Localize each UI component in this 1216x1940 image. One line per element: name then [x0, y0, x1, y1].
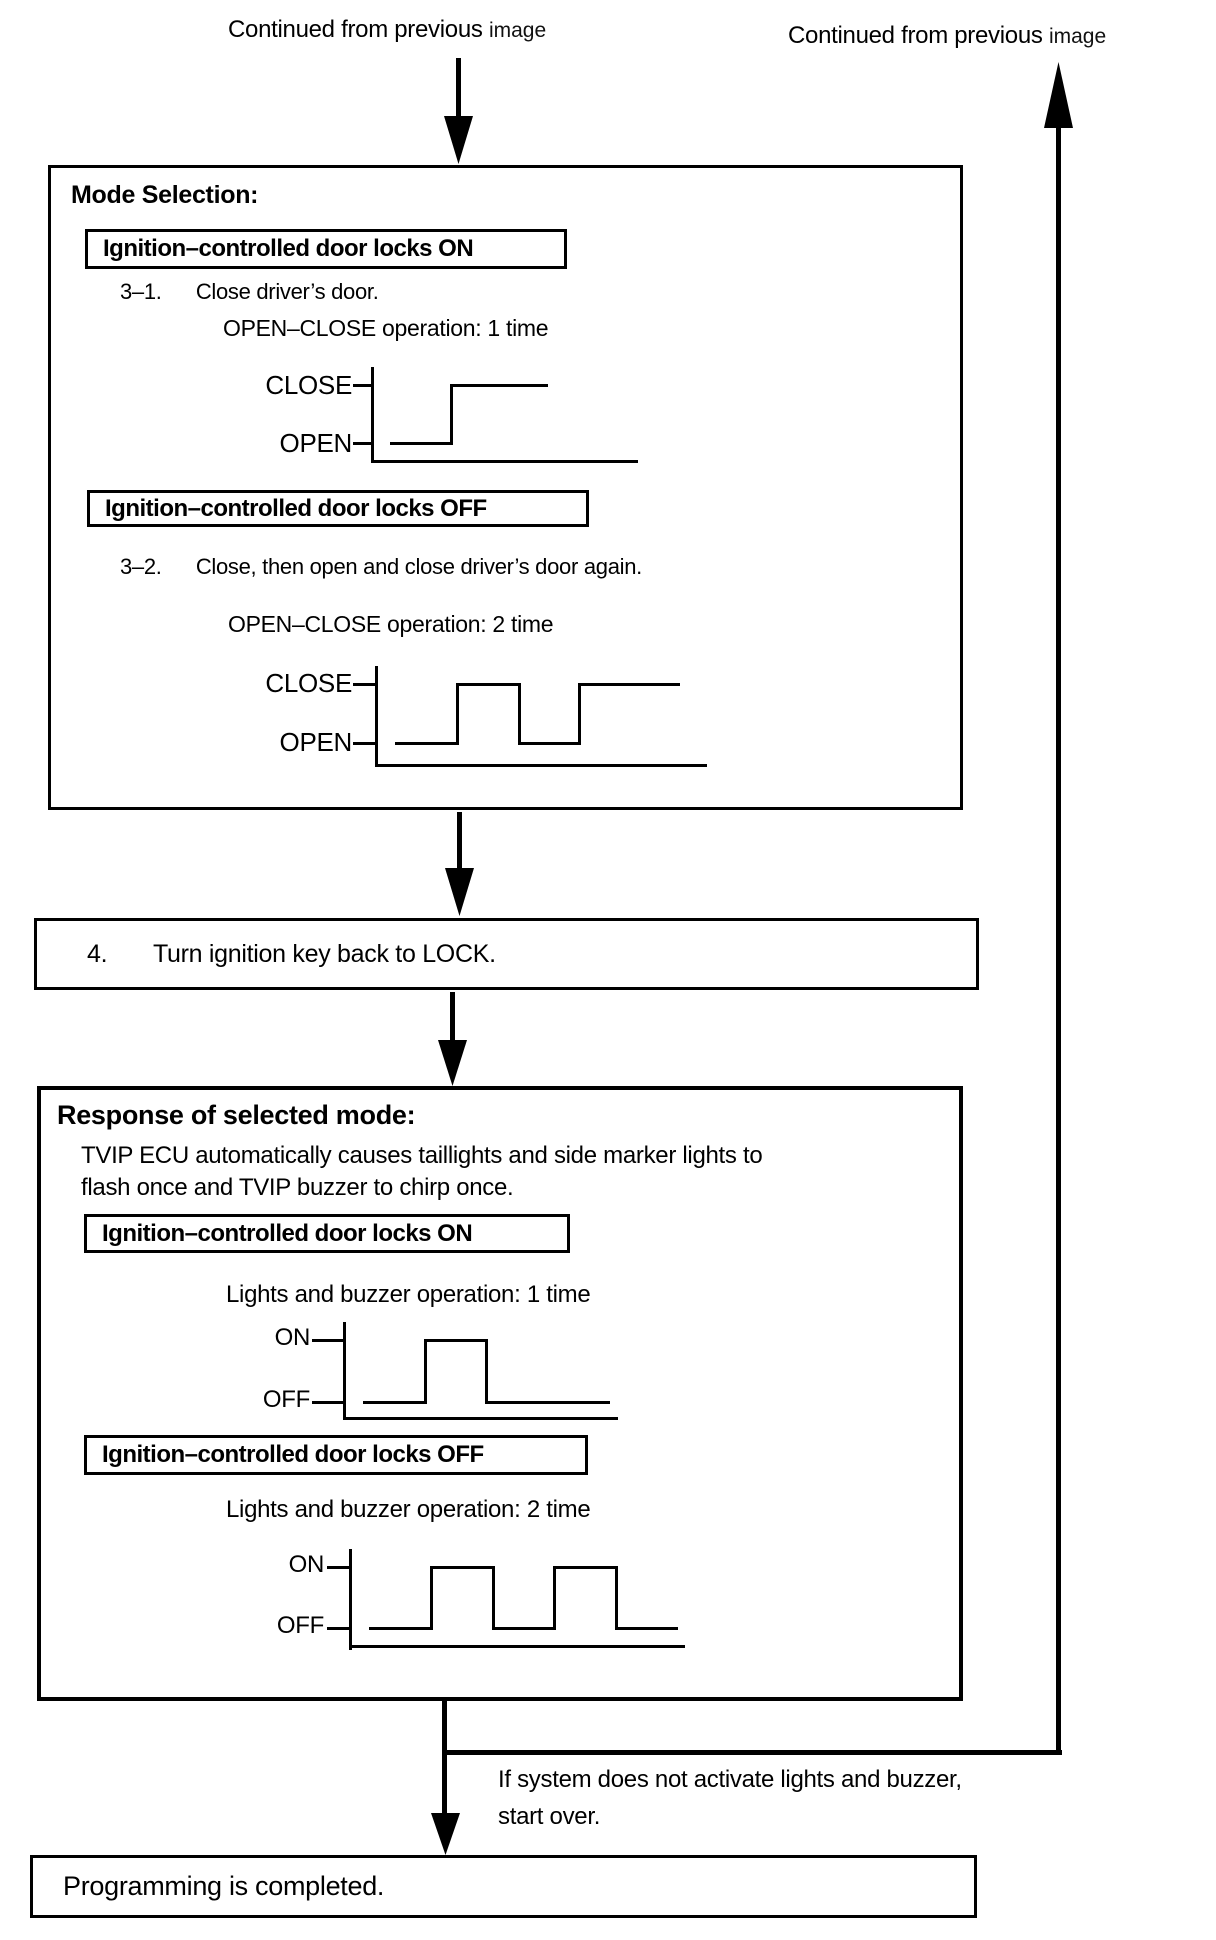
response-frame [37, 1086, 963, 1701]
waveform3-high-tick [312, 1339, 343, 1342]
waveform2-low-tick [353, 742, 375, 745]
waveform4-rise1 [430, 1566, 433, 1630]
ignition-locks-off-label-text: Ignition–controlled door locks OFF [105, 494, 487, 522]
waveform2-low-seg1 [395, 742, 459, 745]
ignition-locks-on-label: Ignition–controlled door locks ON [85, 229, 567, 269]
waveform3-rise [424, 1339, 427, 1404]
waveform1-signal-low-seg [390, 442, 453, 445]
waveform4-fall2 [615, 1566, 618, 1630]
waveform4-baseline [349, 1645, 685, 1648]
response-ignition-off-label: Ignition–controlled door locks OFF [84, 1435, 588, 1475]
return-arrow-line [1056, 124, 1061, 1754]
lights-buzzer-operation-2: Lights and buzzer operation: 2 time [226, 1496, 591, 1523]
waveform3-low-label: OFF [262, 1386, 310, 1413]
mode-selection-frame [48, 165, 963, 810]
open-close-operation-1: OPEN–CLOSE operation: 1 time [223, 315, 549, 341]
waveform3-low-seg2 [485, 1401, 610, 1404]
waveform1-low-tick [353, 442, 373, 445]
continued-label-left: Continued from previous image [228, 16, 546, 44]
waveform1-high-label: CLOSE [265, 370, 352, 400]
open-close-operation-2: OPEN–CLOSE operation: 2 time [228, 611, 554, 637]
response-desc-line1: TVIP ECU automatically causes taillights… [81, 1142, 763, 1169]
completed-frame [30, 1855, 977, 1918]
step-3-2-text: Close, then open and close driver’s door… [195, 554, 642, 579]
waveform2-fall1 [518, 683, 521, 745]
continued-label-right-image-word: image [1048, 25, 1107, 48]
ignition-locks-on-label-text: Ignition–controlled door locks ON [103, 235, 474, 262]
arrow-mode-to-step4-line [457, 812, 462, 872]
waveform3-axis [343, 1322, 346, 1419]
waveform2-axis [375, 666, 378, 767]
waveform2-baseline [375, 764, 707, 767]
waveform1-high-tick [353, 384, 373, 387]
waveform3-low-seg1 [363, 1401, 427, 1404]
step4-text: Turn ignition key back to LOCK. [153, 940, 496, 968]
waveform1-signal-high-seg [450, 384, 548, 387]
completed-text: Programming is completed. [63, 1871, 385, 1901]
arrow-mode-to-step4-head-icon [445, 868, 474, 916]
return-branch-line [442, 1750, 1062, 1755]
continued-label-right: Continued from previous image [788, 22, 1106, 50]
waveform1-low-label: OPEN [279, 428, 353, 458]
waveform4-low-seg2 [492, 1627, 556, 1630]
response-ignition-off-label-text: Ignition–controlled door locks OFF [102, 1441, 484, 1468]
waveform4-high-label: ON [288, 1551, 325, 1578]
waveform2-high-tick [353, 683, 375, 686]
waveform2-low-label: OPEN [279, 727, 353, 757]
step-3-1-number: 3–1. [120, 279, 162, 304]
waveform1-signal-rise [450, 384, 453, 445]
waveform2-low-seg2 [518, 742, 581, 745]
waveform2-rise2 [578, 683, 581, 745]
waveform4-fall1 [492, 1566, 495, 1630]
continued-label-left-text: Continued from previous [228, 16, 483, 43]
continued-label-right-text: Continued from previous [788, 22, 1043, 49]
continued-label-left-image-word: image [488, 19, 547, 42]
waveform1-baseline [371, 460, 638, 463]
waveform4-high-seg2 [553, 1566, 618, 1569]
waveform3-baseline [343, 1417, 618, 1420]
waveform3-high-seg [424, 1339, 488, 1342]
arrow-response-to-completed-head-icon [431, 1813, 460, 1855]
response-ignition-on-label-text: Ignition–controlled door locks ON [102, 1219, 473, 1247]
restart-note-line2: start over. [498, 1803, 601, 1830]
step4-frame [34, 918, 979, 990]
mode-selection-title: Mode Selection: [71, 181, 259, 209]
step-3-2: 3–2. Close, then open and close driver’s… [120, 554, 642, 580]
waveform3-low-tick [312, 1401, 343, 1404]
arrow-step4-to-response-line [450, 992, 455, 1044]
waveform4-low-seg1 [369, 1627, 433, 1630]
waveform4-rise2 [553, 1566, 556, 1630]
waveform1-axis [371, 367, 374, 462]
step-3-1: 3–1. Close driver’s door. [120, 279, 379, 305]
step4-number: 4. [87, 940, 108, 968]
arrow-step4-to-response-head-icon [438, 1040, 467, 1086]
waveform4-low-tick [327, 1627, 349, 1630]
response-desc-line2: flash once and TVIP buzzer to chirp once… [81, 1174, 514, 1201]
ignition-locks-off-label: Ignition–controlled door locks OFF [87, 490, 589, 527]
waveform4-high-seg1 [430, 1566, 495, 1569]
return-arrow-head-icon [1044, 62, 1073, 128]
waveform2-high-seg2 [578, 683, 680, 686]
waveform4-low-seg3 [615, 1627, 678, 1630]
step-3-1-text: Close driver’s door. [195, 279, 379, 304]
waveform4-low-label: OFF [276, 1612, 324, 1639]
waveform2-rise1 [456, 683, 459, 745]
waveform4-axis [349, 1549, 352, 1650]
lights-buzzer-operation-1: Lights and buzzer operation: 1 time [226, 1281, 591, 1308]
response-title: Response of selected mode: [57, 1100, 416, 1130]
response-ignition-on-label: Ignition–controlled door locks ON [84, 1214, 570, 1253]
waveform4-high-tick [327, 1566, 349, 1569]
step-3-2-number: 3–2. [120, 554, 162, 579]
entry-arrow-line [456, 58, 461, 120]
waveform2-high-seg1 [456, 683, 521, 686]
waveform3-fall [485, 1339, 488, 1404]
entry-arrow-head-icon [444, 116, 473, 164]
waveform3-high-label: ON [274, 1324, 311, 1351]
waveform2-high-label: CLOSE [265, 668, 352, 698]
restart-note-line1: If system does not activate lights and b… [498, 1766, 962, 1793]
arrow-response-to-completed-line [442, 1701, 447, 1817]
